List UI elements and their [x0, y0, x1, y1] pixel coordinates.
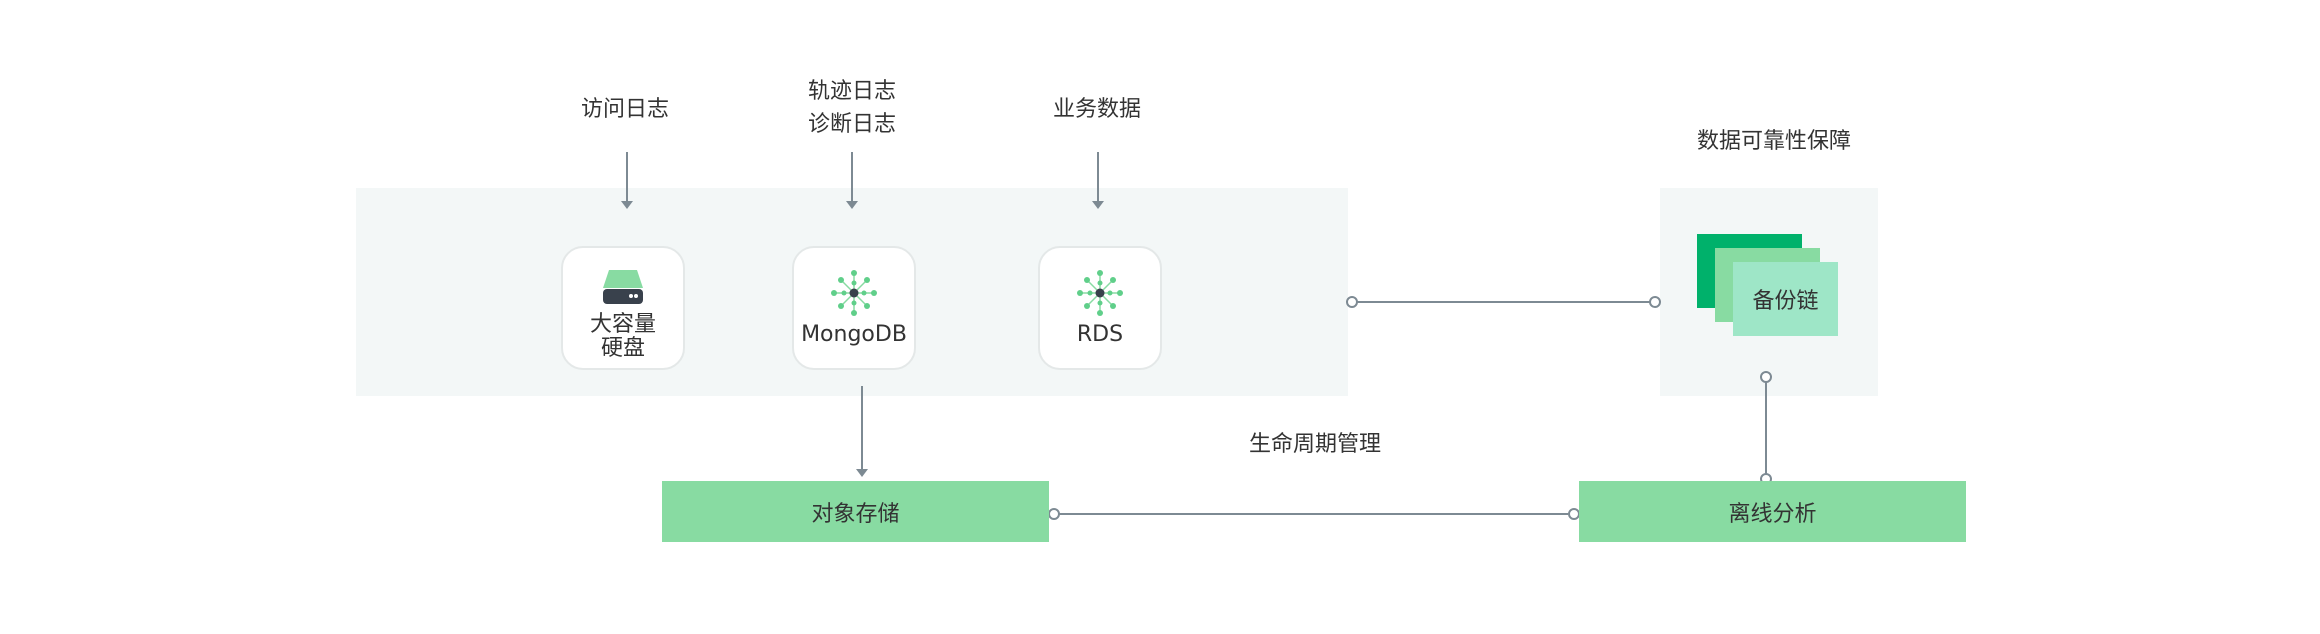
rds-label: RDS	[1076, 322, 1124, 347]
trace-log-label: 轨迹日志	[807, 79, 896, 104]
network-node-icon	[831, 270, 877, 316]
mongodb-label: MongoDB	[801, 322, 907, 347]
reliability-title: 数据可靠性保障	[1696, 129, 1851, 154]
disk-label-line1: 大容量	[589, 312, 656, 337]
disk-label-line2: 硬盘	[600, 336, 645, 361]
object-storage-box: 对象存储	[662, 481, 1049, 542]
lifecycle-title: 生命周期管理	[1248, 432, 1381, 457]
connector-dot	[1048, 508, 1060, 520]
arrowhead	[1092, 201, 1104, 209]
network-node-icon	[1077, 270, 1123, 316]
backup-chain-label: 备份链	[1733, 262, 1838, 336]
disk-node: 大容量 硬盘	[561, 246, 685, 370]
connector-dot	[1568, 508, 1580, 520]
hard-disk-icon	[603, 270, 643, 304]
offline-analysis-box: 离线分析	[1579, 481, 1966, 542]
connector-dot	[1346, 296, 1358, 308]
mongodb-node: MongoDB	[792, 246, 916, 370]
access-log-label: 访问日志	[580, 97, 669, 122]
connector-dot	[1649, 296, 1661, 308]
arrowhead	[856, 469, 868, 477]
rds-node: RDS	[1038, 246, 1162, 370]
business-data-label: 业务数据	[1052, 97, 1141, 122]
diagnostic-log-label: 诊断日志	[807, 112, 896, 137]
connector-dot	[1760, 371, 1772, 383]
arrowhead	[621, 201, 633, 209]
arrowhead	[846, 201, 858, 209]
